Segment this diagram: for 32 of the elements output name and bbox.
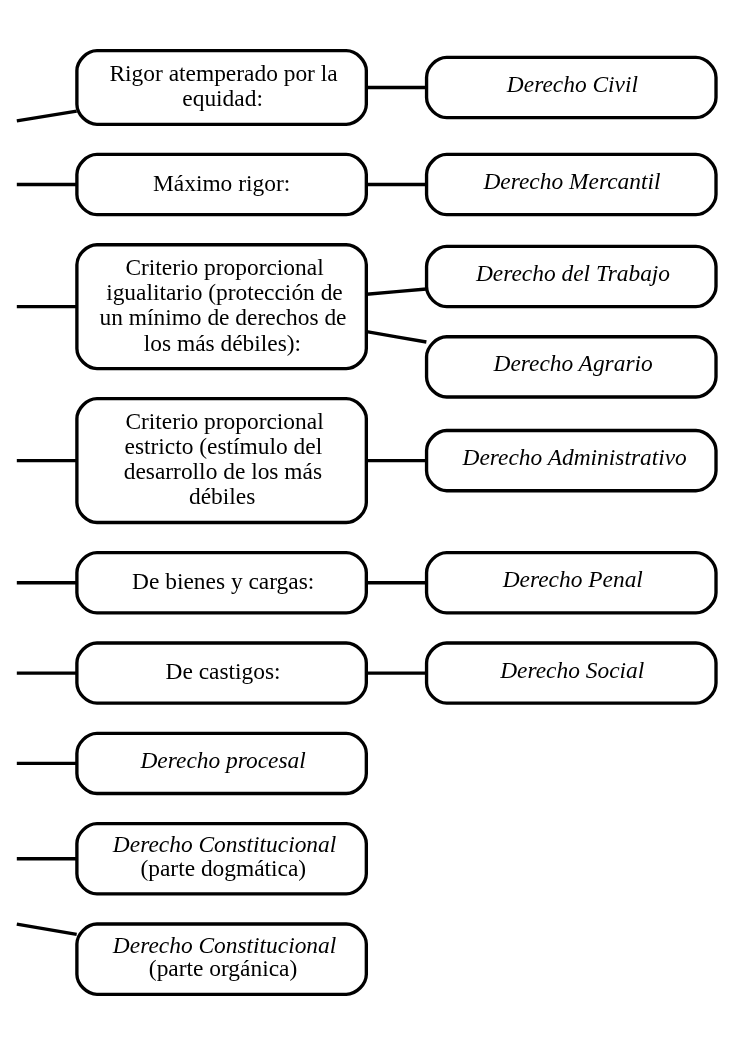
connector: [16, 182, 77, 186]
connector: [366, 670, 427, 675]
node-box: Derecho Agrario: [424, 334, 718, 399]
node-box: Rigor atemperado por la equidad:: [75, 48, 368, 126]
connector: [366, 458, 427, 462]
node-box: Derecho procesal: [75, 731, 368, 795]
connector: [16, 304, 77, 308]
node-box: De bienes y cargas:: [75, 550, 368, 615]
node-box: Derecho del Trabajo: [424, 244, 718, 308]
node-box: De castigos:: [75, 640, 368, 705]
connector: [16, 458, 77, 462]
connector: [16, 670, 77, 675]
node-box: Derecho Mercantil: [424, 152, 718, 216]
node-box: Máximo rigor:: [75, 152, 368, 216]
node-box: Derecho Penal: [424, 550, 718, 615]
node-box: Derecho Social: [424, 640, 718, 705]
node-box: Derecho Administrativo: [424, 428, 718, 492]
connector: [366, 329, 427, 344]
connector: [16, 921, 77, 936]
node-box: Derecho Civil: [424, 55, 718, 119]
connector: [16, 761, 77, 765]
node-box: Criterio proporcional igualitario (protección de un mínimo de derechos de los más débiles):: [75, 242, 368, 370]
connector: [366, 286, 427, 296]
node-box: Derecho Constitucional (parte orgánica): [75, 921, 368, 996]
connector: [16, 108, 77, 123]
connector: [366, 182, 427, 186]
connector: [366, 85, 427, 89]
connector: [16, 856, 77, 860]
connector: [366, 580, 427, 584]
node-box: Criterio proporcional estricto (estímulo del desarrollo de los más débiles: [75, 396, 368, 524]
node-box: Derecho Constitucional (parte dogmática): [75, 821, 368, 896]
connector: [16, 580, 77, 584]
